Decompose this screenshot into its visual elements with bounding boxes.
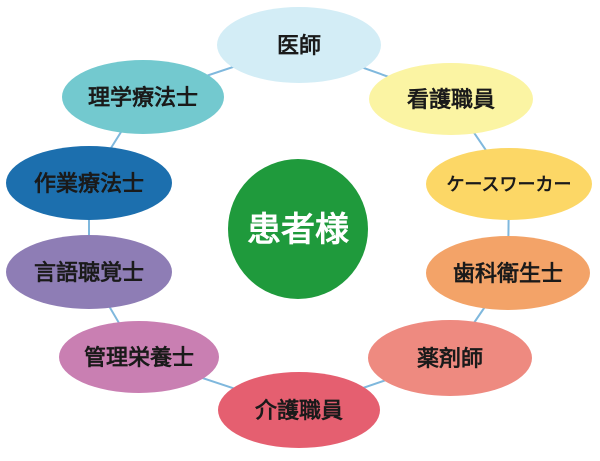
node-label: 言語聴覚士 xyxy=(34,260,144,286)
node-ellipse xyxy=(368,320,532,396)
node-physical-therapist: 理学療法士 xyxy=(62,60,224,134)
node-ellipse xyxy=(217,7,381,83)
node-pharmacist: 薬剤師 xyxy=(368,320,532,396)
node-label: 理学療法士 xyxy=(88,85,198,111)
node-label: 介護職員 xyxy=(254,398,343,424)
node-label: ケースワーカー xyxy=(446,174,571,195)
center-node: 患者様 xyxy=(228,159,368,299)
node-ellipse xyxy=(369,63,533,135)
node-dietitian: 管理栄養士 xyxy=(59,321,219,393)
node-care-worker: 介護職員 xyxy=(218,372,380,448)
node-case-worker: ケースワーカー xyxy=(426,148,592,220)
node-nursing-staff: 看護職員 xyxy=(369,63,533,135)
center-circle xyxy=(228,159,368,299)
center-label: 患者様 xyxy=(247,210,350,250)
node-label: 作業療法士 xyxy=(34,171,144,197)
node-label: 管理栄養士 xyxy=(84,345,194,371)
node-ellipse xyxy=(6,146,172,220)
node-ellipse xyxy=(6,235,172,309)
node-ellipse xyxy=(62,60,224,134)
node-label: 歯科衛生士 xyxy=(453,261,563,287)
node-speech-therapist: 言語聴覚士 xyxy=(6,235,172,309)
node-occupational-therapist: 作業療法士 xyxy=(6,146,172,220)
node-label: 医師 xyxy=(277,33,321,59)
node-ellipse xyxy=(426,236,590,310)
node-dental-hygienist: 歯科衛生士 xyxy=(426,236,590,310)
node-label: 薬剤師 xyxy=(417,346,483,372)
node-ellipse xyxy=(426,148,592,220)
node-doctor: 医師 xyxy=(217,7,381,83)
node-label: 看護職員 xyxy=(407,87,495,113)
node-ellipse xyxy=(59,321,219,393)
node-ellipse xyxy=(218,372,380,448)
